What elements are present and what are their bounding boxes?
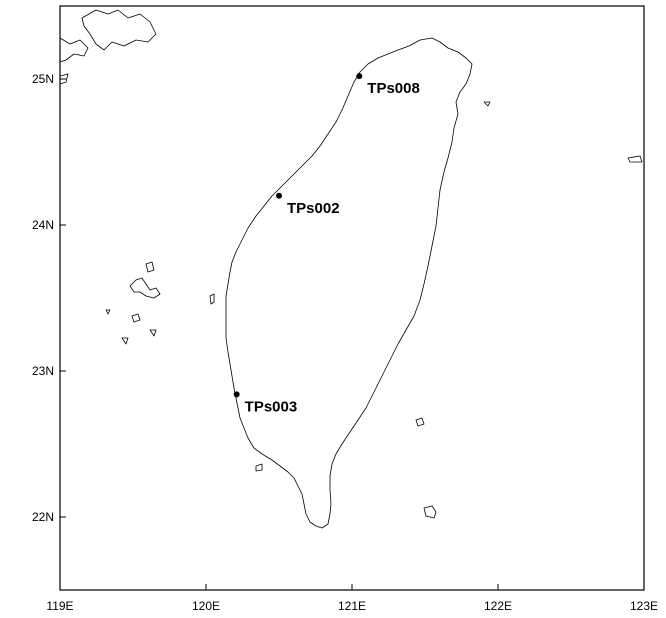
mainland-coastline bbox=[59, 37, 89, 63]
y-tick-label: 22N bbox=[32, 510, 54, 524]
station-marker bbox=[276, 192, 282, 199]
penghu-island-2 bbox=[145, 261, 155, 273]
station-marker bbox=[356, 73, 363, 80]
taiwan-coastline bbox=[225, 37, 473, 529]
y-tick-label: 23N bbox=[32, 364, 54, 378]
x-tick-label: 120E bbox=[192, 599, 220, 613]
mainland-coastline-2 bbox=[81, 9, 157, 51]
penghu-island-6 bbox=[105, 309, 111, 315]
station-label: TPs003 bbox=[245, 398, 298, 415]
guishan-island bbox=[483, 101, 491, 107]
green-island bbox=[415, 417, 425, 427]
orchid-island bbox=[423, 505, 437, 519]
station-marker bbox=[233, 391, 240, 398]
penghu-island-1 bbox=[129, 277, 161, 299]
coastline-layer bbox=[59, 9, 643, 529]
station-label: TPs008 bbox=[367, 80, 420, 97]
penghu-island-4 bbox=[121, 337, 129, 345]
axis-ticks: 119E 120E 121E 122E 123E 22N 23N 24N 25N bbox=[32, 72, 658, 613]
x-tick-label: 121E bbox=[338, 599, 366, 613]
y-tick-label: 24N bbox=[32, 218, 54, 232]
x-tick-label: 122E bbox=[484, 599, 512, 613]
liuqiu-island bbox=[255, 463, 263, 472]
map-frame bbox=[59, 5, 645, 591]
mainland-coastline-3 bbox=[59, 73, 69, 85]
penghu-island-3 bbox=[131, 313, 141, 323]
x-tick-label: 123E bbox=[630, 599, 658, 613]
x-tick-label: 119E bbox=[46, 599, 73, 613]
y-tick-label: 25N bbox=[32, 72, 54, 86]
station-label: TPs002 bbox=[287, 200, 340, 217]
west-coast-islet bbox=[209, 293, 215, 305]
east-edge-islet bbox=[627, 155, 643, 163]
penghu-island-5 bbox=[149, 329, 157, 337]
